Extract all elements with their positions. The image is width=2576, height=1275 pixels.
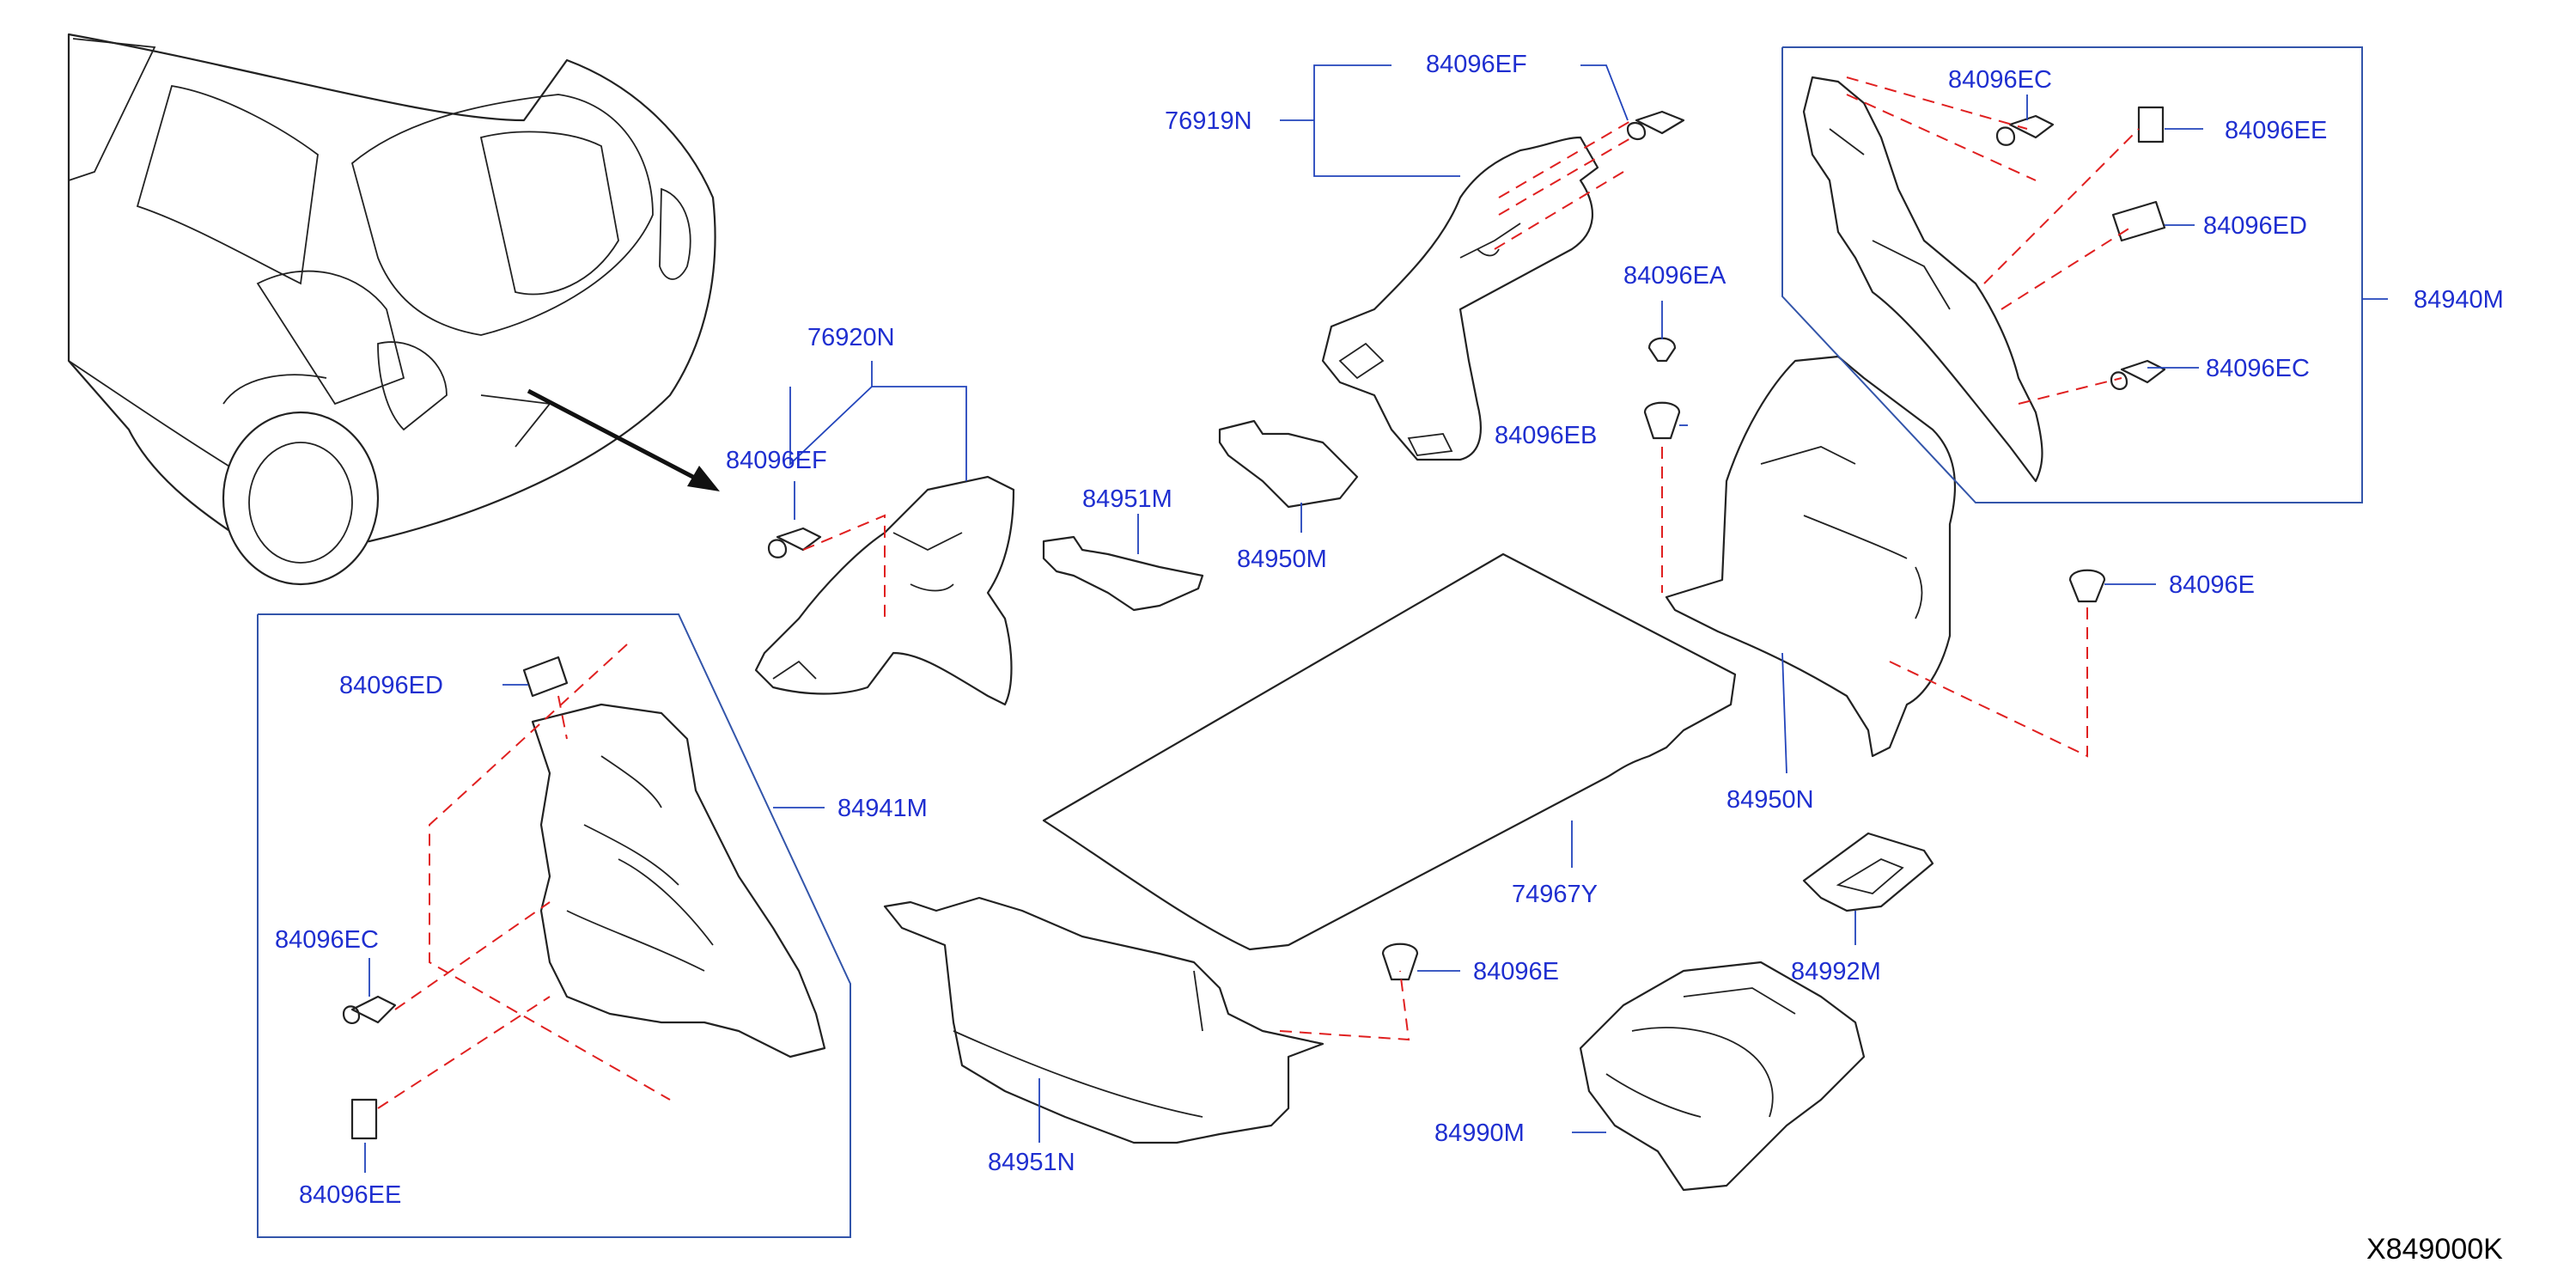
part-84990M-box: [1579, 961, 1866, 1192]
label-84950M[interactable]: 84950M: [1237, 546, 1327, 573]
clip-84096EE-top-icon: [2137, 106, 2165, 143]
clip-84096EF-left-icon: [767, 527, 822, 558]
part-84950N-panel: [1665, 355, 1957, 758]
part-labels: 84096EF 76919N 84096EC 84096EE 84096ED 8…: [275, 51, 2504, 1209]
part-84941M-trim: [531, 703, 826, 1058]
part-84940M-trim: [1802, 76, 2043, 483]
label-84950N[interactable]: 84950N: [1726, 786, 1814, 814]
part-76919N-panel: [1321, 136, 1599, 461]
label-84096EC-top-right[interactable]: 84096EC: [1948, 66, 2052, 94]
label-84992M[interactable]: 84992M: [1791, 958, 1881, 985]
label-84941M[interactable]: 84941M: [837, 795, 928, 822]
label-76920N[interactable]: 76920N: [807, 324, 895, 351]
clip-84096EB-icon: [1643, 401, 1681, 440]
clip-84096EF-top-icon: [1626, 110, 1685, 140]
part-84950M-pad: [1218, 419, 1359, 509]
part-84992M-cover: [1802, 832, 1934, 912]
label-84096EA[interactable]: 84096EA: [1623, 262, 1726, 290]
label-74967Y[interactable]: 74967Y: [1512, 881, 1598, 908]
label-84096EE-left[interactable]: 84096EE: [299, 1181, 401, 1209]
label-76919N[interactable]: 76919N: [1165, 107, 1252, 135]
label-84096EC-right[interactable]: 84096EC: [2206, 355, 2310, 382]
label-84990M[interactable]: 84990M: [1434, 1119, 1525, 1147]
vehicle-rear-view: [67, 33, 720, 586]
label-84951M[interactable]: 84951M: [1082, 485, 1172, 513]
dashed-guides: [377, 76, 2140, 1109]
clip-84096EE-left-icon: [350, 1098, 378, 1140]
clip-icons: [342, 106, 2166, 1140]
clip-84096E-right-icon: [2068, 569, 2106, 603]
clip-84096EA-icon: [1647, 337, 1677, 363]
label-84096ED-left[interactable]: 84096ED: [339, 672, 443, 699]
assembly-box-84940M: [1781, 46, 2363, 503]
direction-arrow: [527, 388, 706, 485]
clip-84096ED-top-icon: [2111, 200, 2166, 242]
label-84096EF-top[interactable]: 84096EF: [1426, 51, 1527, 78]
clip-84096ED-left-icon: [522, 656, 569, 698]
label-84940M[interactable]: 84940M: [2414, 286, 2504, 314]
clip-84096EC-left-icon: [342, 995, 397, 1024]
clip-84096EC-right-icon: [2110, 359, 2166, 390]
label-84096EF-left[interactable]: 84096EF: [726, 447, 827, 474]
label-84096EC-left[interactable]: 84096EC: [275, 926, 379, 954]
part-74967Y-floor-board: [1042, 552, 1737, 951]
arrow-head-icon: [687, 466, 720, 491]
drawing-code: X849000K: [2366, 1233, 2503, 1266]
part-84951M-pad: [1042, 535, 1204, 612]
leader-lines: [364, 64, 2388, 1173]
clip-84096EC-top-icon: [1995, 114, 2055, 146]
part-84951N-tray: [883, 896, 1325, 1144]
label-84096E-mid[interactable]: 84096E: [1473, 958, 1559, 985]
label-84951N[interactable]: 84951N: [988, 1149, 1075, 1176]
assembly-box-84941M: [257, 613, 851, 1238]
label-84096EE-top-right[interactable]: 84096EE: [2225, 117, 2327, 144]
label-84096ED-top-right[interactable]: 84096ED: [2203, 212, 2307, 240]
label-84096E-right[interactable]: 84096E: [2169, 571, 2255, 599]
clip-84096E-mid-icon: [1381, 943, 1419, 981]
label-84096EB[interactable]: 84096EB: [1495, 422, 1597, 449]
